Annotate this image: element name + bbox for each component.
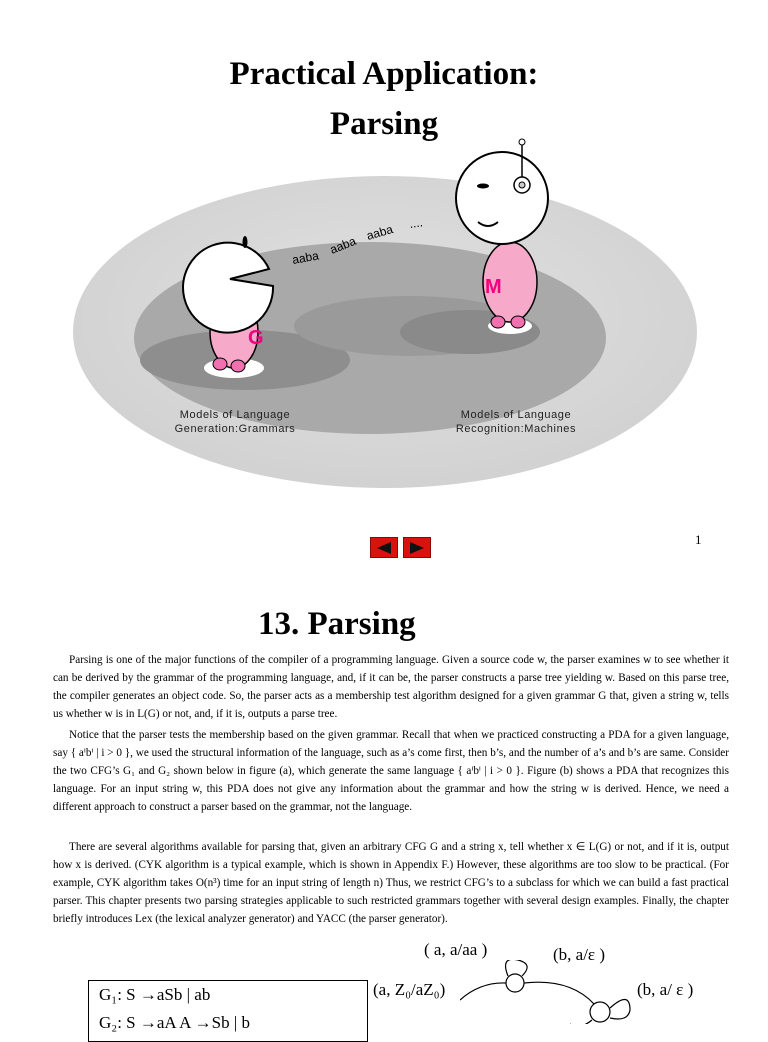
- right-badge: M: [485, 276, 502, 298]
- word-aaba-1: aaba: [291, 248, 320, 266]
- page-number: 1: [695, 532, 702, 547]
- slide-illustration: G M aaba aaba aaba ....: [73, 138, 697, 488]
- pda-transition-label-1: ( a, a/aa ): [424, 940, 488, 959]
- word-dots: ....: [408, 215, 423, 231]
- slide-title-line2: Parsing: [329, 106, 439, 142]
- pda-transition-label-4: (b, a/ ε ): [637, 980, 694, 999]
- paragraph-membership: Notice that the parser tests the members…: [53, 729, 729, 813]
- caption-left-line2: Generation:Grammars: [174, 423, 296, 435]
- grammar-figure-a: G₁: S →aSb | ab G₂: S →aA A →Sb | b: [88, 980, 368, 1042]
- pda-state-2: [589, 1001, 611, 1023]
- next-button[interactable]: [403, 537, 431, 558]
- slide-title-line1: Practical Application:: [229, 56, 539, 92]
- caption-right-line1: Models of Language: [460, 409, 572, 421]
- grammar-g2: G₂: S →aA A →Sb | b: [99, 1013, 251, 1032]
- paragraph-intro: Parsing is one of the major functions of…: [53, 654, 729, 720]
- left-character: G: [182, 236, 275, 373]
- caption-right-line2: Recognition:Machines: [455, 423, 577, 435]
- chapter-title: 13. Parsing: [258, 606, 416, 642]
- pda-state-1: [505, 973, 525, 993]
- pda-arrow-1: [523, 981, 595, 1005]
- pda-loop-1: [505, 960, 528, 977]
- pda-transition-label-2: (b, a/ε ): [553, 945, 605, 964]
- prev-button[interactable]: [370, 537, 398, 558]
- pda-diagram: [460, 960, 631, 1024]
- right-character: M: [455, 138, 549, 329]
- grammar-g1: G₁: S →aSb | ab: [99, 985, 211, 1004]
- caption-grammars: Models of Language Generation:Grammars: [160, 408, 310, 436]
- pda-loop-2: [609, 998, 631, 1020]
- pda-transition-label-3: (a, Z₀/aZ₀): [373, 980, 446, 999]
- caption-machines: Models of Language Recognition:Machines: [436, 408, 596, 436]
- paragraph-algorithms: There are several algorithms available f…: [53, 841, 729, 925]
- pda-arrow-2: [570, 1019, 593, 1024]
- triangle-left-icon: [377, 541, 391, 554]
- pda-arrow-start: [460, 982, 507, 1001]
- left-badge: G: [248, 327, 264, 349]
- caption-left-line1: Models of Language: [179, 409, 291, 421]
- triangle-right-icon: [410, 541, 424, 554]
